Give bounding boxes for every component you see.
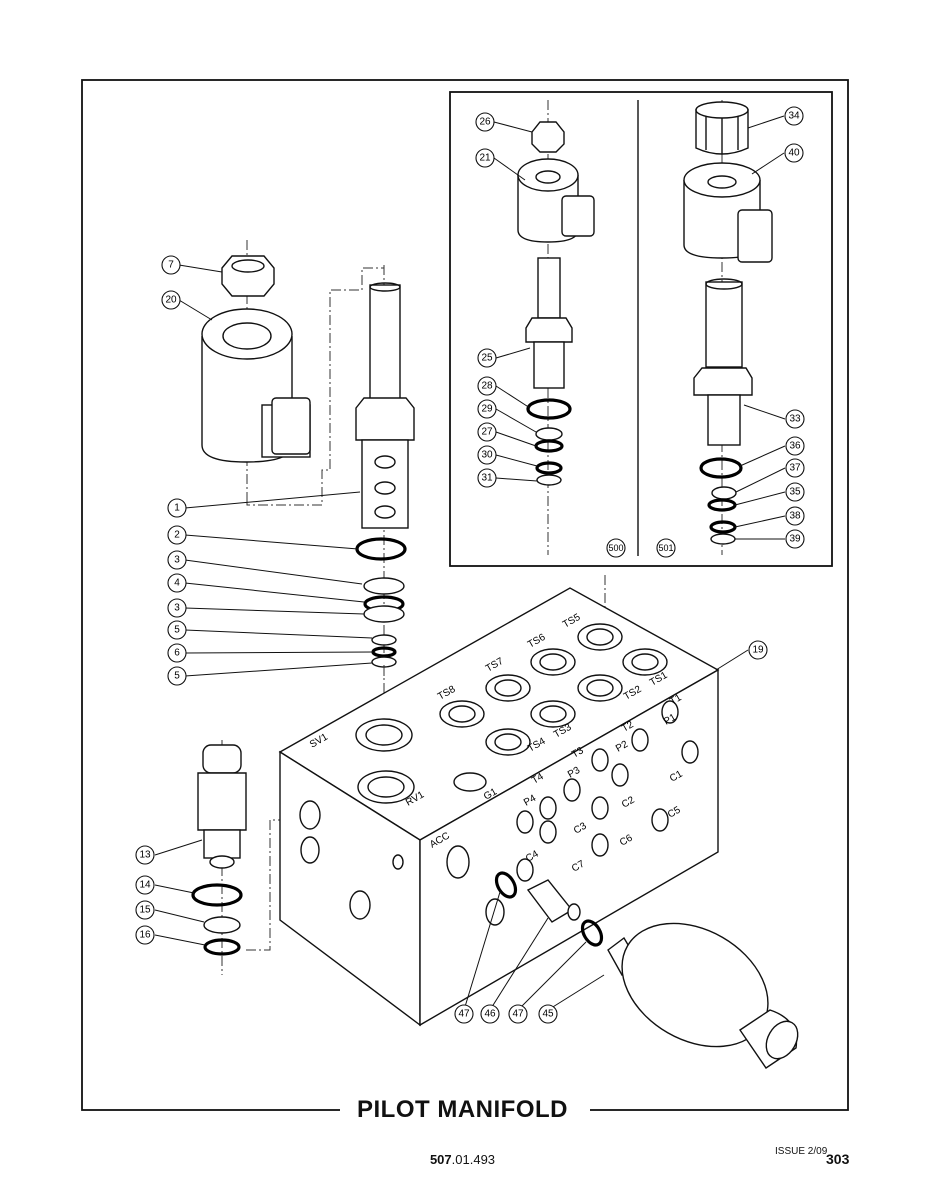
inset-variant-501 (683, 100, 773, 555)
backup-ring-15 (203, 916, 241, 934)
callout-label: 46 (484, 1009, 496, 1020)
port-label: T1 (668, 692, 684, 708)
valve-1 (369, 284, 401, 406)
callout-label: 47 (512, 1009, 524, 1020)
callout-label: 47 (458, 1009, 470, 1020)
relief-valve-assembly (191, 740, 280, 975)
callout-label: 29 (481, 404, 493, 415)
port-label: T2 (620, 719, 636, 735)
backup-ring-31 (536, 474, 562, 486)
callout-label: 35 (789, 487, 801, 498)
accumulator-assembly (494, 871, 799, 1069)
o-ring-28 (526, 398, 572, 420)
callout-label: 28 (481, 381, 493, 392)
callout-label: 5 (174, 625, 180, 636)
port-label: P3 (566, 765, 582, 781)
callout-label: 31 (481, 473, 493, 484)
valve-33 (705, 281, 743, 368)
callout-label: 13 (139, 850, 151, 861)
callout-label: 36 (789, 441, 801, 452)
document-number-bold: 507 (429, 1152, 452, 1167)
callout-label: 39 (789, 534, 801, 545)
callout-label: 3 (174, 603, 180, 614)
variant-label-500: 500 (608, 543, 623, 553)
callout-label: 27 (481, 427, 493, 438)
callout-label: 16 (139, 930, 151, 941)
callout-label: 33 (789, 414, 801, 425)
inset-frame (449, 91, 833, 567)
callout-label: 38 (789, 511, 801, 522)
callout-label: 14 (139, 880, 151, 891)
valve-25 (537, 257, 561, 319)
callout-label: 4 (174, 578, 180, 589)
o-ring-14 (191, 883, 243, 907)
document-number: 507.01.493 (0, 1152, 925, 1167)
issue-date: ISSUE 2/09 (775, 1146, 828, 1157)
port-label: T4 (530, 771, 546, 787)
backup-ring-5a (371, 634, 397, 646)
callout-label: 26 (479, 117, 491, 128)
solenoid-valve-assembly (201, 240, 415, 680)
port-label: P1 (662, 712, 678, 728)
o-ring-30 (535, 461, 563, 475)
nut-26 (531, 121, 565, 153)
page-title: PILOT MANIFOLD (357, 1096, 568, 1123)
callout-label: 21 (479, 153, 491, 164)
port-label: T3 (570, 745, 586, 761)
callout-label: 7 (168, 260, 174, 271)
callout-label: 37 (789, 463, 801, 474)
callout-label: 15 (139, 905, 151, 916)
manifold-block-19 (278, 575, 720, 1027)
callout-label: 34 (788, 111, 800, 122)
leader-lines (154, 115, 786, 1011)
backup-ring-3a (363, 577, 405, 595)
callout-label: 1 (174, 503, 180, 514)
callout-label: 45 (542, 1009, 554, 1020)
callout-label: 40 (788, 148, 800, 159)
page-number: 303 (826, 1151, 850, 1167)
o-ring-47b (580, 919, 604, 947)
o-ring-36 (699, 457, 743, 479)
port-label: P2 (614, 739, 630, 755)
relief-valve-13 (202, 744, 242, 774)
variant-label-501: 501 (658, 543, 673, 553)
port-label: P4 (522, 793, 538, 809)
callouts: 7 20 1 2 3 4 3 5 6 5 13 14 15 16 19 47 4… (135, 106, 805, 1024)
o-ring-47a (494, 871, 518, 899)
backup-ring-29 (535, 427, 563, 441)
o-ring-2 (355, 537, 407, 561)
callout-label: 3 (174, 555, 180, 566)
callout-label: 5 (174, 671, 180, 682)
callout-label: 25 (481, 353, 493, 364)
callout-label: 2 (174, 530, 180, 541)
backup-ring-3b (363, 605, 405, 623)
callout-label: 20 (165, 295, 177, 306)
o-ring-16 (203, 938, 241, 956)
backup-ring-39 (710, 533, 736, 545)
nut-7 (221, 255, 275, 297)
document-number-rest: .01.493 (451, 1152, 496, 1167)
backup-ring-37 (711, 486, 737, 500)
variant-circle (656, 538, 676, 558)
inset-variant-500 (517, 100, 595, 555)
callout-label: 30 (481, 450, 493, 461)
variant-circle (606, 538, 626, 558)
callout-label: 19 (752, 645, 764, 656)
callout-label: 6 (174, 648, 180, 659)
